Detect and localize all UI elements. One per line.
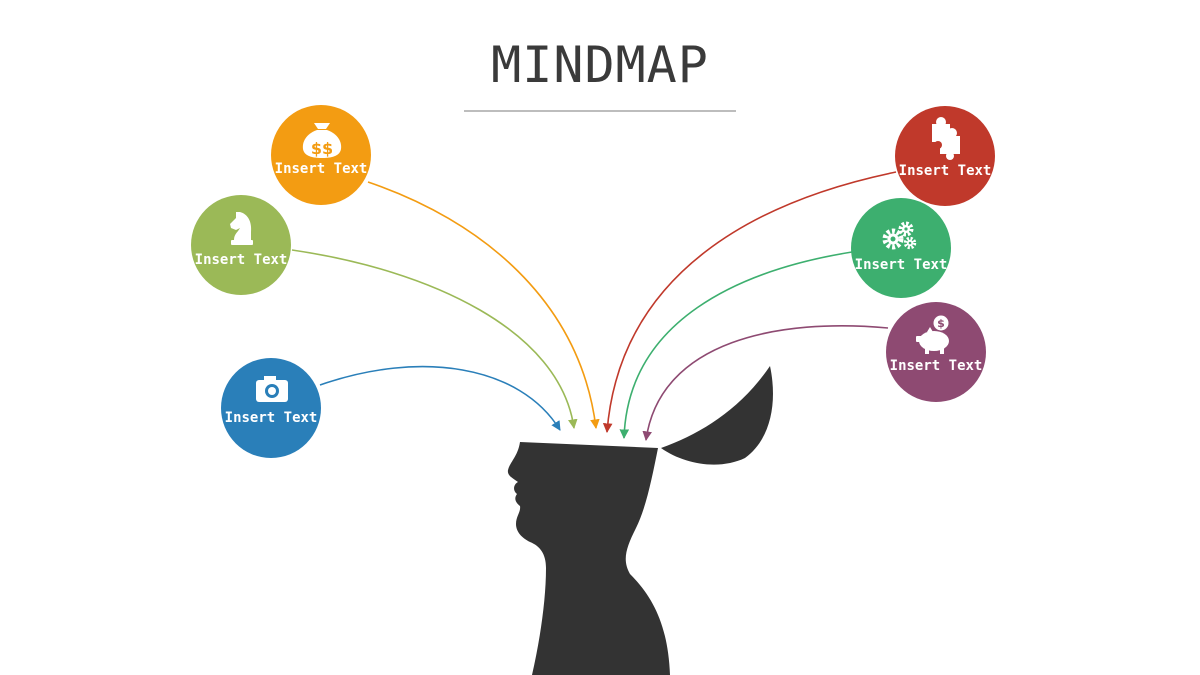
node-gears-circle [851,198,951,298]
puzzle-piece-icon [932,117,960,160]
node-gears: Insert Text [851,198,951,298]
title-divider [464,110,736,112]
connectors [291,171,897,441]
node-puzzle-circle [895,106,995,206]
head-silhouette [507,366,773,675]
connector-puzzle [602,171,897,433]
connector-piggy [642,325,889,441]
svg-text:$: $ [937,317,945,330]
node-camera-label: Insert Text [225,410,318,426]
piggy-bank-icon: $ [916,315,949,354]
node-piggy-label: Insert Text [890,358,983,374]
page-title: MINDMAP [491,36,709,94]
svg-text:$$: $$ [311,139,333,158]
connector-camera [319,365,561,431]
node-money-label: Insert Text [275,161,368,177]
node-puzzle: Insert Text [895,106,995,206]
node-gears-label: Insert Text [855,257,948,273]
connector-gears [619,251,853,439]
node-camera-circle [221,358,321,458]
connector-money [367,181,600,429]
node-chess-label: Insert Text [195,252,288,268]
money-bag-icon: $$ [302,123,342,158]
node-puzzle-label: Insert Text [899,163,992,179]
chess-knight-icon [230,212,253,245]
node-money: $$ Insert Text [271,105,371,205]
node-piggy: $ Insert Text [886,302,986,402]
node-piggy-circle [886,302,986,402]
gears-icon [882,221,917,250]
node-chess: Insert Text [191,195,291,295]
node-camera: Insert Text [221,358,321,458]
connector-chess [291,249,578,429]
camera-icon [256,376,288,402]
